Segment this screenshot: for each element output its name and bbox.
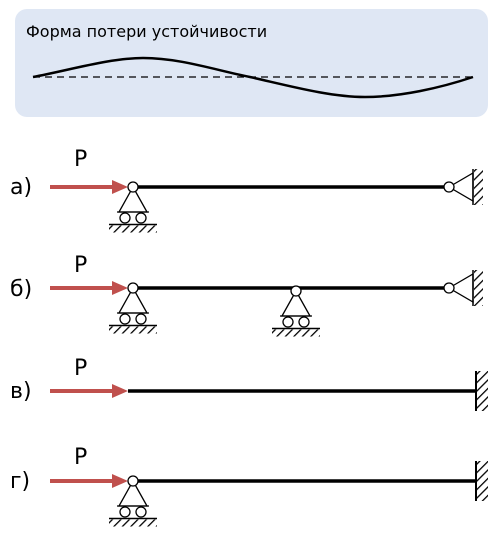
- force-arrow-head: [112, 474, 128, 488]
- case-a: а) P: [10, 147, 484, 234]
- case-label: а): [10, 175, 32, 200]
- fixed-wall-right: [475, 460, 489, 502]
- pin-support-right: [443, 168, 484, 206]
- case-b: б) P: [10, 253, 484, 338]
- force-label: P: [74, 445, 87, 470]
- pin-support-right: [443, 269, 484, 307]
- case-label: в): [10, 379, 32, 404]
- force-label: P: [74, 253, 87, 278]
- case-label: г): [10, 469, 30, 494]
- force-arrow-head: [112, 281, 128, 295]
- force-label: P: [74, 147, 87, 172]
- force-arrow-head: [112, 384, 128, 398]
- buckling-mode-panel: [15, 9, 488, 117]
- force-arrow-head: [112, 180, 128, 194]
- roller-support-middle: [271, 285, 321, 338]
- fixed-wall-right: [475, 370, 489, 412]
- case-c: в) P: [10, 356, 489, 412]
- case-d: г) P: [10, 445, 489, 528]
- force-label: P: [74, 356, 87, 381]
- buckling-mode-title: Форма потери устойчивости: [26, 22, 267, 41]
- case-label: б): [10, 277, 32, 302]
- buckling-wave-curve: [32, 56, 474, 99]
